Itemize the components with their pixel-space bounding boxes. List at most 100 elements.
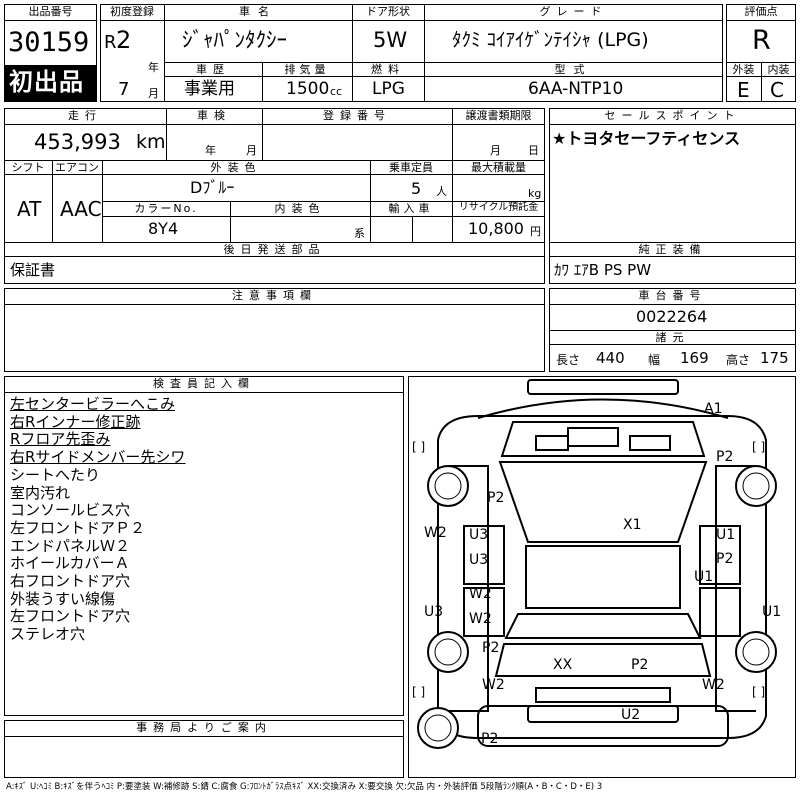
len-label: 長さ — [556, 353, 581, 367]
int-color-unit: 系 — [354, 227, 365, 240]
recycle-label: リサイクル預託金 — [458, 202, 539, 213]
len-value: 440 — [596, 349, 625, 367]
rear-deck — [494, 643, 712, 677]
grille-left — [535, 435, 569, 451]
damage-mark: P2 — [487, 490, 505, 506]
damage-mark: U1 — [762, 604, 782, 620]
body-outline — [437, 415, 767, 739]
reg-month: 7 — [118, 79, 130, 100]
note-item: 右フロントドア穴 — [10, 572, 131, 591]
chassis-label: 車台番号 — [638, 289, 707, 302]
caution-box — [4, 288, 545, 372]
fuel-value: LPG — [372, 79, 405, 99]
note-item: 左フロントドアＰ２ — [10, 518, 146, 537]
damage-mark: XX — [553, 657, 573, 673]
transfer-label: 譲渡書類期限 — [465, 109, 532, 122]
roof — [525, 545, 681, 609]
sales-value: ★トヨタセーフティセンス — [552, 129, 741, 148]
left-rear-door — [463, 587, 505, 637]
office-box — [4, 720, 404, 778]
ac-label: エアコン — [55, 161, 99, 174]
note-item: 右Rインナー修正跡 — [10, 412, 141, 431]
lot-number: 30159 — [8, 27, 90, 58]
sales-label: セールスポイント — [604, 109, 741, 122]
score-label: 評価点 — [744, 5, 778, 18]
damage-mark: U3 — [469, 527, 489, 543]
reg-no-label: 登録番号 — [323, 109, 391, 122]
inspector-box — [4, 376, 404, 716]
windshield — [498, 461, 708, 543]
damage-mark: W2 — [482, 677, 505, 693]
ac-value: AAC — [60, 197, 102, 221]
int-color-label: 内装色 — [274, 202, 326, 215]
legend-text: A:ｷｽﾞ U:ﾍｺﾐ B:ｷｽﾞを伴うﾍｺﾐ P:要塗装 W:補修跡 S:錆 … — [6, 782, 603, 792]
reg-month-unit: 月 — [148, 87, 159, 100]
damage-mark: P2 — [716, 551, 734, 567]
header-box — [100, 4, 723, 102]
diagram-box — [408, 376, 796, 778]
int-label: 内装 — [767, 63, 790, 76]
hood — [500, 421, 706, 457]
office-label: 事務局よりご案内 — [136, 721, 272, 734]
damage-mark: P2 — [631, 657, 649, 673]
note-item: 室内汚れ — [10, 483, 71, 502]
note-item: 左フロントドア穴 — [10, 607, 131, 626]
int-value: C — [770, 78, 784, 102]
equip-label: 純正装備 — [638, 243, 707, 256]
disp-label: 排気量 — [284, 63, 330, 76]
model-value: 6AA-NTP10 — [528, 79, 624, 99]
note-item: 外装うすい線傷 — [10, 589, 116, 608]
grade-value: ﾀｸﾐ ｺｲｱｲｹﾞﾝﾃｲｼｬ (LPG) — [452, 29, 649, 51]
inspect-label: 車検 — [197, 109, 231, 122]
hei-label: 高さ — [726, 353, 751, 367]
ext-value: E — [737, 78, 750, 102]
bracket-br: [ ] — [752, 685, 766, 699]
capacity-value: 5 — [411, 179, 422, 198]
reg-label: 初度登録 — [110, 5, 154, 18]
grille-right — [629, 435, 671, 451]
inspector-notes: 左センタービラーへこみ 右Rインナー修正跡 Rフロア先歪み 右Rサイドメンバー先… — [10, 395, 186, 644]
history-label: 車歴 — [196, 63, 230, 76]
damage-mark: U3 — [424, 604, 444, 620]
score-value: R — [752, 25, 771, 56]
hei-value: 175 — [760, 349, 789, 367]
right-rear-door — [699, 587, 741, 637]
capacity-unit: 人 — [436, 185, 447, 198]
rear-bumper-lower — [527, 705, 679, 723]
ext-label: 外装 — [732, 63, 755, 76]
damage-mark: U1 — [694, 569, 714, 585]
later-value: 保証書 — [10, 261, 56, 279]
front-bumper — [527, 379, 679, 395]
transfer-day-unit: 日 — [528, 144, 539, 157]
note-item: 左センタービラーへこみ — [10, 395, 176, 413]
shift-label: シフト — [11, 161, 45, 174]
reg-era: R — [104, 32, 117, 53]
wid-value: 169 — [680, 349, 709, 367]
rear-window — [504, 613, 702, 639]
disp-value: 1500 — [286, 79, 330, 99]
bracket-tl: [ ] — [412, 440, 426, 454]
import-label: 輸入車 — [388, 202, 434, 215]
later-label: 後日発送部品 — [223, 243, 326, 256]
right-front-door — [699, 525, 741, 585]
grille-mid — [567, 427, 619, 447]
name-label: 車名 — [239, 5, 277, 18]
damage-mark: P2 — [716, 449, 734, 465]
damage-mark: W2 — [424, 525, 447, 541]
load-label: 最大積載量 — [471, 161, 526, 174]
first-listing-badge — [5, 65, 96, 101]
damage-mark: W2 — [469, 611, 492, 627]
damage-mark: U2 — [621, 707, 641, 723]
color-value: Dﾌﾞﾙｰ — [190, 178, 235, 197]
wid-label: 幅 — [648, 353, 661, 367]
recycle-unit: 円 — [530, 225, 541, 238]
reg-year-unit: 年 — [148, 61, 159, 74]
note-item: ホイールカバーＡ — [10, 554, 130, 573]
damage-mark: A1 — [704, 401, 723, 417]
car-name: ｼﾞｬﾊﾟﾝﾀｸｼｰ — [182, 28, 287, 52]
note-item: 右Rサイドメンバー先シワ — [10, 448, 186, 467]
load-unit: kg — [528, 187, 542, 200]
lot-no-label: 出品番号 — [28, 5, 73, 18]
disp-unit: cc — [330, 85, 343, 98]
mileage-value: 453,993 — [34, 130, 121, 154]
